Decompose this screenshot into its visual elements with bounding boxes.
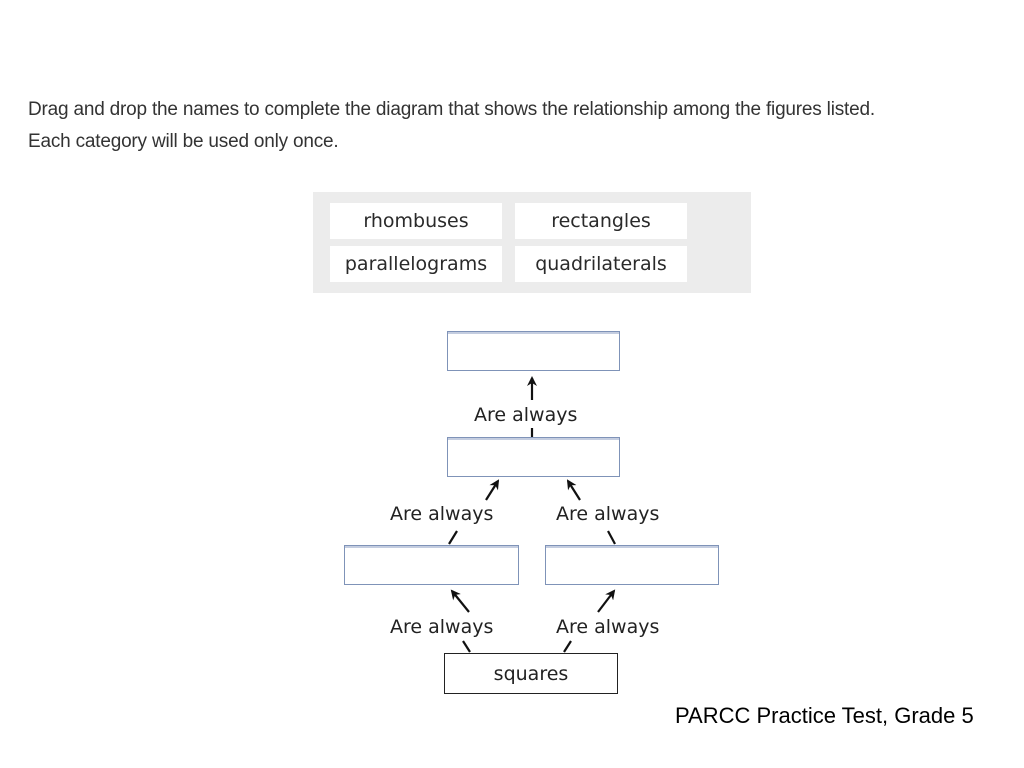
arrow-squares-to-left-tail	[462, 640, 471, 653]
tile-rhombuses[interactable]: rhombuses	[330, 203, 502, 239]
relation-label: Are always	[556, 616, 660, 638]
relation-label: Are always	[556, 503, 660, 525]
arrow-squares-to-right	[597, 589, 616, 613]
squares-box: squares	[444, 653, 618, 694]
word-bank: rhombuses rectangles parallelograms quad…	[313, 192, 751, 293]
arrow-right-to-middle-tail	[607, 530, 616, 545]
instructions: Drag and drop the names to complete the …	[28, 94, 1018, 158]
arrow-left-to-middle-tail	[448, 530, 458, 545]
arrow-right-to-middle	[566, 479, 581, 501]
drop-zone-right[interactable]	[545, 545, 719, 585]
tile-parallelograms[interactable]: parallelograms	[330, 246, 502, 282]
drop-zone-middle[interactable]	[447, 437, 620, 477]
footer-caption: PARCC Practice Test, Grade 5	[675, 703, 974, 728]
instructions-line-2: Each category will be used only once.	[28, 131, 339, 152]
drop-zone-left[interactable]	[344, 545, 519, 585]
tile-rectangles[interactable]: rectangles	[515, 203, 687, 239]
arrow-squares-to-left	[450, 589, 470, 613]
instructions-line-1: Drag and drop the names to complete the …	[28, 99, 875, 120]
tile-quadrilaterals[interactable]: quadrilaterals	[515, 246, 687, 282]
arrow-squares-to-right-tail	[563, 640, 572, 653]
drop-zone-top[interactable]	[447, 331, 620, 371]
arrow-left-to-middle	[485, 479, 500, 501]
relation-label: Are always	[474, 404, 578, 426]
relation-label: Are always	[390, 616, 494, 638]
relation-label: Are always	[390, 503, 494, 525]
